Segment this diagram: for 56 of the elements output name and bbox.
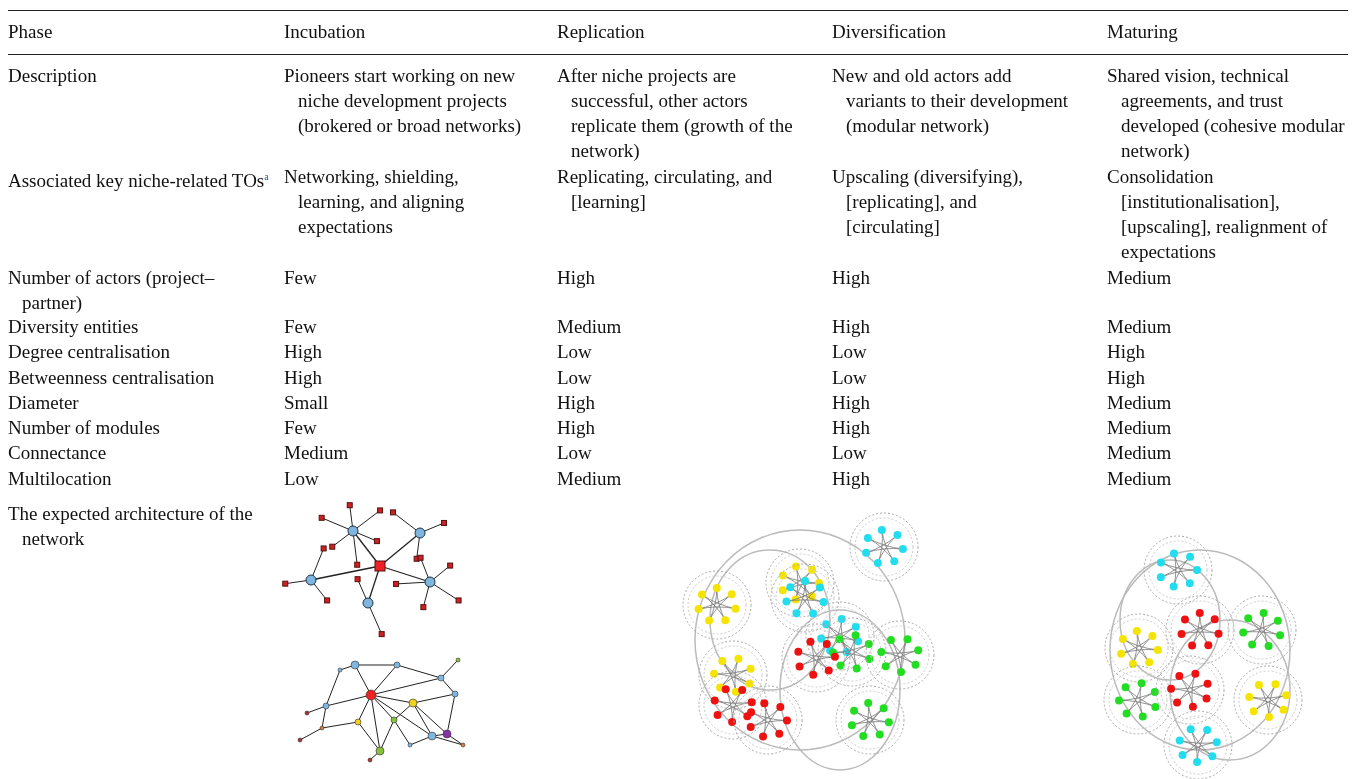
row-header: Associated key niche-related TOs$^{a}$ <box>8 169 270 194</box>
table-cell-text: After niche projects are successful, other actors replicate them (growth of the network) <box>557 64 794 163</box>
table-cell-text: Consolidation [institutionalisation], [upscaling], realignment of expectations <box>1107 165 1329 264</box>
table-cell-text: High <box>284 340 323 364</box>
table-cell-text: Low <box>557 366 593 390</box>
table-cell-text: High <box>832 467 871 491</box>
table-cell-text: High <box>832 391 871 415</box>
table-cell-text: Low <box>832 441 868 465</box>
row-header: Connectance <box>8 441 108 465</box>
table-cell-text: High <box>832 416 871 440</box>
row-header: Number of modules <box>8 416 161 440</box>
table-cell-text: Medium <box>557 467 623 491</box>
table-cell-text: Low <box>284 467 320 491</box>
table-cell-text: Medium <box>1107 315 1173 339</box>
table-cell-text: High <box>557 391 596 415</box>
table-cell-text: Medium <box>1107 467 1173 491</box>
column-header: Incubation <box>284 20 367 44</box>
row-header: Diameter <box>8 391 80 415</box>
table-cell-text: High <box>557 416 596 440</box>
table-cell-text: Small <box>284 391 330 415</box>
table-cell-text: Medium <box>1107 441 1173 465</box>
table-cell-text: High <box>1107 366 1146 390</box>
table-cell-text: Medium <box>1107 391 1173 415</box>
table-cell-text: Few <box>284 315 318 339</box>
table-cell-text: Upscaling (diversifying), [replicating], and [circulating] <box>832 165 1024 239</box>
table-cell-text: Medium <box>284 441 350 465</box>
table-cell-text: High <box>557 266 596 290</box>
table-cell-text: Few <box>284 266 318 290</box>
row-header: The expected architecture of the network <box>8 502 254 551</box>
table-cell-text: Shared vision, technical agreements, and trust developed (cohesive modular network) <box>1107 64 1346 163</box>
table-cell-text: High <box>832 266 871 290</box>
table-cell-text: Medium <box>1107 266 1173 290</box>
table-cell-text: Low <box>832 366 868 390</box>
row-header: Multilocation <box>8 467 113 491</box>
column-header: Maturing <box>1107 20 1179 44</box>
table-cell-text: Low <box>832 340 868 364</box>
table-cell-text: Medium <box>557 315 623 339</box>
row-header: Number of actors (project–partner) <box>8 266 216 315</box>
column-header: Replication <box>557 20 646 44</box>
column-header: Phase <box>8 20 54 44</box>
table-cell-text: Pioneers start working on new niche development projects (brokered or broad networks) <box>284 64 523 138</box>
row-header: Degree centralisation <box>8 340 171 364</box>
table-cell-text: Medium <box>1107 416 1173 440</box>
row-header: Betweenness centralisation <box>8 366 216 390</box>
table-cell-text: Few <box>284 416 318 440</box>
column-header: Diversification <box>832 20 947 44</box>
table-cell-text: High <box>1107 340 1146 364</box>
table-cell-text: High <box>832 315 871 339</box>
table-cell-text: Replicating, circulating, and [learning] <box>557 165 774 214</box>
table-cell-text: High <box>284 366 323 390</box>
row-header: Description <box>8 64 98 88</box>
table-cell-text: Networking, shielding, learning, and aligning expectations <box>284 165 466 239</box>
table-cell-text: Low <box>557 441 593 465</box>
table-cell-text: Low <box>557 340 593 364</box>
table-cell-text: New and old actors add variants to their development (modular network) <box>832 64 1070 138</box>
row-header: Diversity entities <box>8 315 140 339</box>
